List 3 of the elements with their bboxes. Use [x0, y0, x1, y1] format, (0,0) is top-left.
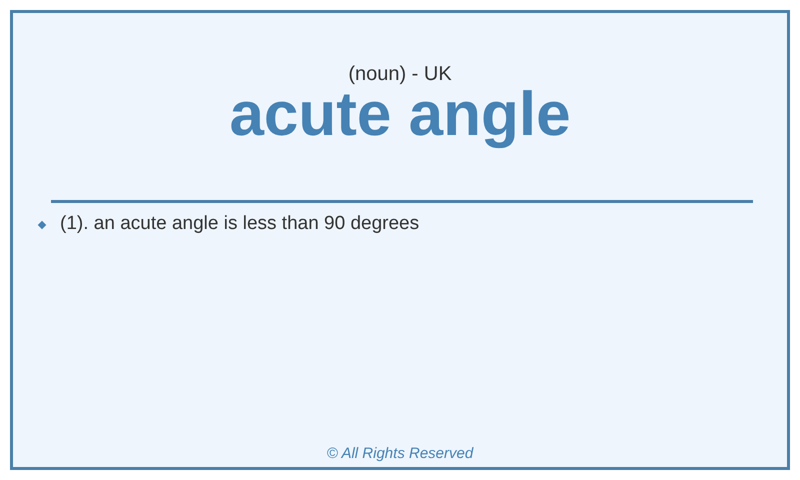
- definition-text: (1). an acute angle is less than 90 degrees: [60, 213, 420, 235]
- copyright-footer: © All Rights Reserved: [13, 445, 787, 462]
- part-of-speech: (noun) - UK: [347, 63, 453, 86]
